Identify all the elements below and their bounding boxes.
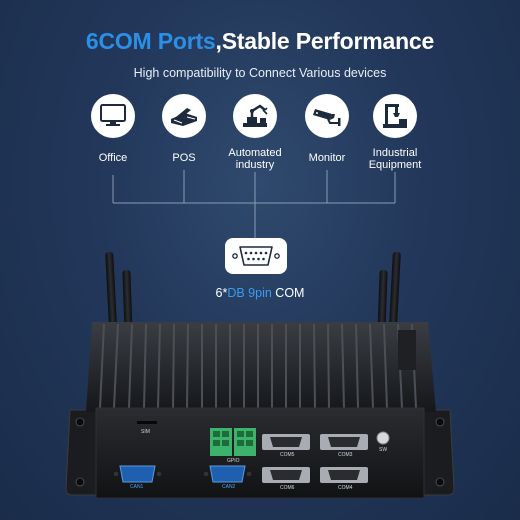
application-industrial-equipment: Industrial Equipment [355,94,435,171]
can2-port [203,465,252,483]
robot-arm-icon [233,94,277,138]
security-camera-icon [305,94,349,138]
com6-port [262,467,310,483]
pos-terminal-icon [162,94,206,138]
application-label: POS [172,152,196,164]
application-office: Office [73,94,153,164]
application-list: Office POS Automated industry [0,94,520,174]
application-label: Monitor [308,152,346,164]
application-label: Industrial Equipment [368,147,422,171]
headline-rest: ,Stable Performance [215,28,435,54]
com-count: 6* [215,286,228,300]
application-automated-industry: Automated industry [215,94,295,171]
port-label-sim: SIM [141,429,150,435]
port-label-can2: CAN2 [222,484,236,490]
port-label-sw: SW [379,447,388,453]
port-label-com6: COM6 [280,485,295,491]
port-label-com4: COM4 [338,485,353,491]
port-label-com3: COM3 [338,452,353,458]
gpio-terminal [210,428,256,456]
port-label-gpio: GPIO [227,458,240,464]
com-port-label: 6*DB 9pin COM [0,286,520,300]
monitor-icon [91,94,135,138]
subheadline: High compatibility to Connect Various de… [133,66,387,80]
com3-port [320,434,368,450]
headline: 6COM Ports,Stable Performance [0,28,520,55]
application-monitor: Monitor [287,94,367,164]
com-suffix: COM [271,286,305,300]
can1-port [113,465,162,483]
application-pos: POS [144,94,224,164]
port-label-com5: COM5 [280,452,295,458]
com5-port [262,434,310,450]
application-label: Office [98,152,128,164]
application-label: Automated industry [228,147,282,171]
port-label-can1: CAN1 [130,484,144,490]
com4-port [320,467,368,483]
com-type: DB 9pin [227,286,272,300]
headline-accent: 6COM Ports [85,28,216,54]
db9-connector-icon [225,238,287,274]
industrial-press-icon [373,94,417,138]
power-switch [376,431,390,445]
